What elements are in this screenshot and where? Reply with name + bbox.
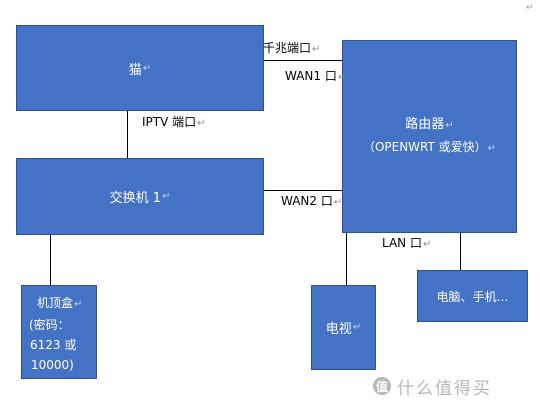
- switch-label: 交换机 1: [109, 191, 161, 206]
- lan-port-paragraph-mark: ↵: [422, 239, 432, 250]
- wan1-port-paragraph-mark: ↵: [337, 72, 347, 83]
- pc-phone-label: 电脑、手机…: [436, 289, 509, 304]
- wan1-port-text: WAN1 口: [285, 69, 337, 83]
- iptv-port-paragraph-mark: ↵: [197, 118, 206, 129]
- set-top-box-line-2: (密码：: [29, 318, 70, 332]
- gigabit-port-text: 千兆端口: [263, 41, 312, 55]
- router-box: 路由器↵ （OPENWRT 或爱快）↵: [342, 40, 517, 233]
- wan2-port-label: WAN2 口↵: [281, 195, 342, 208]
- switch-paragraph-mark: ↵: [162, 191, 171, 202]
- switch-box: 交换机 1↵: [16, 158, 264, 235]
- lan-port-label: LAN 口↵: [382, 237, 431, 250]
- watermark-logo: 值: [373, 377, 391, 395]
- link-router-tv: [346, 233, 347, 285]
- set-top-box-paragraph-mark: ↵: [74, 299, 83, 310]
- modem-box: 猫↵: [16, 25, 264, 111]
- link-modem-switch: [127, 111, 128, 158]
- wan1-port-label: WAN1 口↵: [285, 70, 346, 83]
- iptv-port-label: IPTV 端口↵: [142, 116, 206, 129]
- link-router-pc-phone: [460, 233, 461, 270]
- wan2-port-paragraph-mark: ↵: [333, 197, 343, 208]
- watermark: 值 什么值得买: [373, 374, 538, 399]
- link-modem-router: [264, 60, 342, 61]
- set-top-box: 机顶盒↵ (密码： 6123 或 10000): [21, 285, 97, 379]
- pc-phone-box: 电脑、手机…: [417, 270, 528, 322]
- watermark-text: 什么值得买: [397, 378, 492, 399]
- link-switch-router: [264, 190, 342, 191]
- router-subtitle-line: （OPENWRT 或爱快）↵: [343, 138, 516, 158]
- set-top-box-text: 机顶盒↵ (密码： 6123 或 10000): [29, 293, 82, 375]
- router-title-paragraph-mark: ↵: [445, 120, 454, 131]
- tv-paragraph-mark: ↵: [352, 322, 362, 333]
- set-top-box-line-1: 机顶盒↵: [37, 293, 82, 315]
- wan2-port-text: WAN2 口: [281, 194, 333, 208]
- iptv-port-text: IPTV 端口: [142, 115, 197, 129]
- gigabit-port-paragraph-mark: ↵: [312, 44, 321, 55]
- tv-box: 电视↵: [311, 285, 376, 370]
- set-top-box-title: 机顶盒: [37, 296, 74, 310]
- router-title-line: 路由器↵: [343, 116, 516, 135]
- router-subtitle-paragraph-mark: ↵: [487, 143, 497, 154]
- link-switch-set-top-box: [50, 235, 51, 285]
- modem-label: 猫: [128, 62, 142, 78]
- tv-label: 电视: [325, 322, 352, 337]
- paragraph-mark: ↵: [526, 3, 534, 13]
- router-subtitle: （OPENWRT 或爱快）: [362, 140, 487, 154]
- gigabit-port-label: 千兆端口↵: [263, 42, 320, 55]
- router-title: 路由器: [405, 117, 445, 132]
- set-top-box-line-4: 10000): [31, 358, 74, 372]
- modem-paragraph-mark: ↵: [142, 62, 152, 74]
- lan-port-text: LAN 口: [382, 236, 422, 250]
- set-top-box-line-3: 6123 或: [30, 338, 77, 352]
